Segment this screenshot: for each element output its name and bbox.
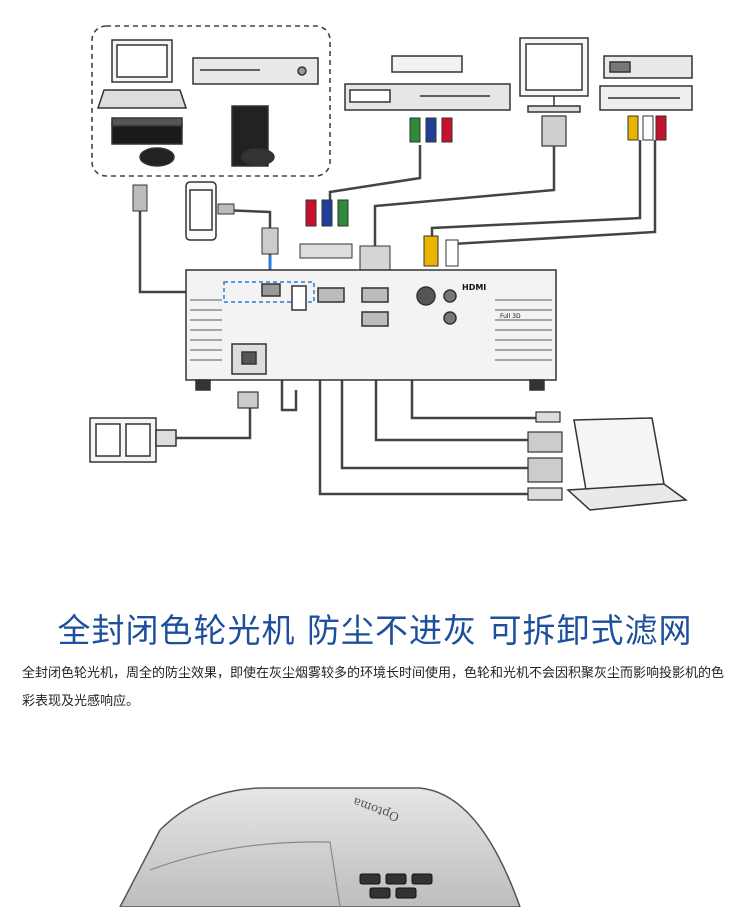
projector-photo: Optoma [119, 787, 521, 907]
xbox-console-icon [111, 117, 183, 167]
feature-headline: 全封闭色轮光机 防尘不进灰 可拆卸式滤网 [57, 611, 693, 650]
monitor-icon [519, 37, 589, 113]
laptop-source-icon [96, 39, 188, 109]
hdmi-logo-label: HDMI [462, 283, 486, 292]
mhl-adapter-icon [261, 227, 279, 255]
composite-rca-plugs [627, 115, 667, 141]
feature-description: 全封闭色轮光机，周全的防尘效果，即使在灰尘烟雾较多的环境长时间使用，色轮和光机不… [22, 666, 725, 709]
connection-diagram: HDMI Full 3D [89, 25, 693, 511]
composite-plug-projector [423, 235, 439, 267]
full3d-logo-label: Full 3D [500, 313, 521, 320]
cable-hdmi-source [138, 210, 200, 294]
cable-laptop-vga1 [374, 360, 540, 442]
cable-laptop-usb [318, 360, 540, 496]
cable-usb-left [280, 370, 298, 412]
cable-power [172, 400, 252, 440]
vga-plug-top [541, 115, 567, 147]
audio-plug-projector [445, 239, 459, 267]
projector-top-surface [119, 787, 521, 907]
component-rca-plugs [409, 117, 453, 143]
smartphone-icon [185, 181, 217, 241]
micro-usb-plug-icon [217, 203, 235, 215]
projector-rear-panel [185, 269, 557, 391]
power-outlet-icon [89, 417, 177, 463]
ps4-console-icon [231, 105, 275, 167]
vcr-icon [599, 55, 693, 111]
bluray-player-icon [192, 57, 319, 85]
cable-laptop-vga2 [340, 370, 540, 470]
hdmi-sources-group [91, 25, 331, 177]
laptop-side-plugs [527, 411, 563, 501]
cable-vga-monitor [373, 146, 556, 250]
cable-composite [430, 140, 642, 260]
power-plug-icon [237, 391, 259, 409]
component-plugs-projector [299, 199, 353, 259]
dvd-player-icon [344, 55, 511, 111]
laptop-target-icon [566, 417, 689, 511]
hdmi-plug-icon [132, 184, 148, 212]
control-keypad [359, 873, 433, 899]
